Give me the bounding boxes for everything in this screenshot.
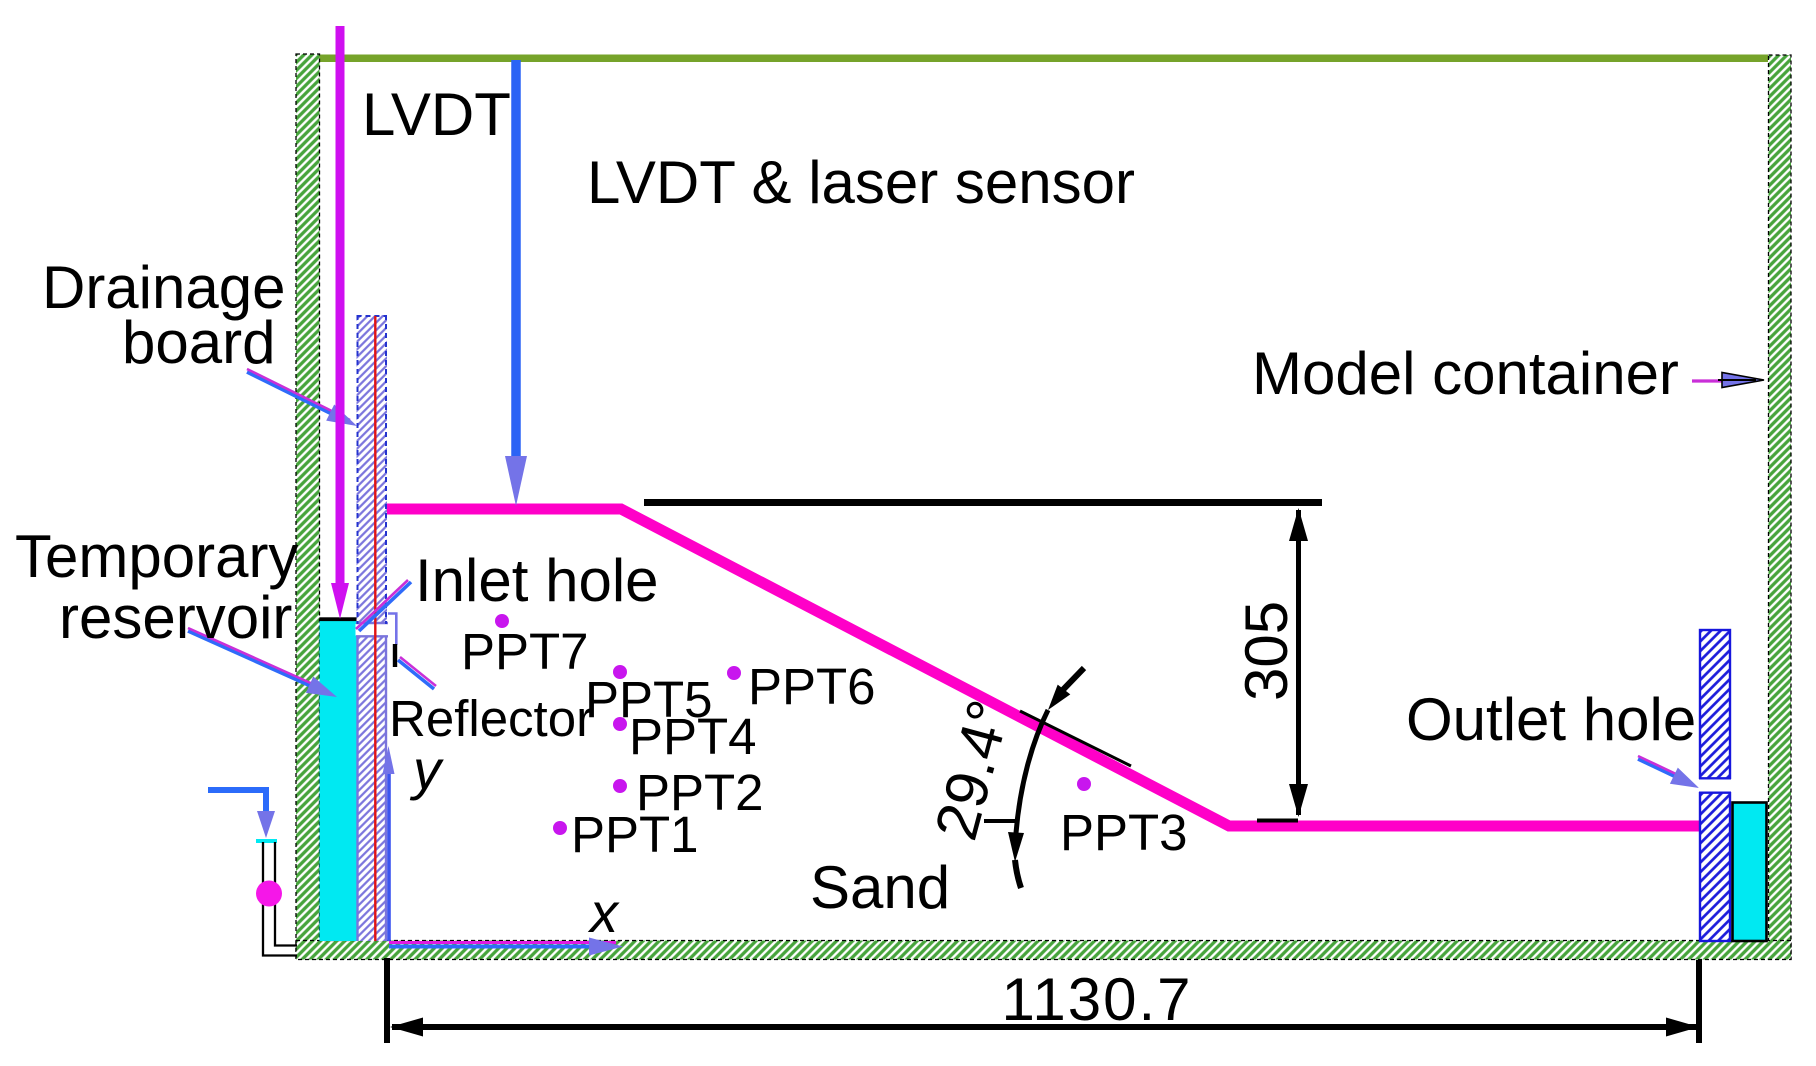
svg-text:y: y [409, 738, 444, 801]
svg-text:PPT7: PPT7 [461, 623, 589, 680]
svg-text:x: x [587, 881, 620, 944]
svg-text:Outlet hole: Outlet hole [1406, 686, 1696, 753]
svg-text:PPT1: PPT1 [571, 806, 699, 863]
svg-text:LVDT & laser sensor: LVDT & laser sensor [587, 149, 1135, 216]
svg-text:Temporary: Temporary [15, 523, 298, 590]
svg-text:Model container: Model container [1252, 340, 1679, 407]
svg-text:LVDT: LVDT [362, 81, 511, 148]
svg-text:1130.7: 1130.7 [1001, 966, 1192, 1033]
svg-text:board: board [122, 309, 275, 376]
svg-text:Sand: Sand [810, 854, 950, 921]
svg-text:Reflector: Reflector [389, 690, 593, 747]
svg-text:PPT2: PPT2 [636, 764, 764, 821]
svg-text:PPT3: PPT3 [1060, 804, 1188, 861]
svg-text:305: 305 [1233, 601, 1300, 701]
svg-text:Drainage: Drainage [42, 254, 286, 321]
svg-text:reservoir: reservoir [59, 584, 292, 651]
svg-text:Inlet hole: Inlet hole [415, 547, 659, 614]
svg-text:PPT6: PPT6 [748, 658, 876, 715]
svg-text:PPT5: PPT5 [585, 671, 713, 728]
svg-text:PPT4: PPT4 [629, 708, 757, 765]
